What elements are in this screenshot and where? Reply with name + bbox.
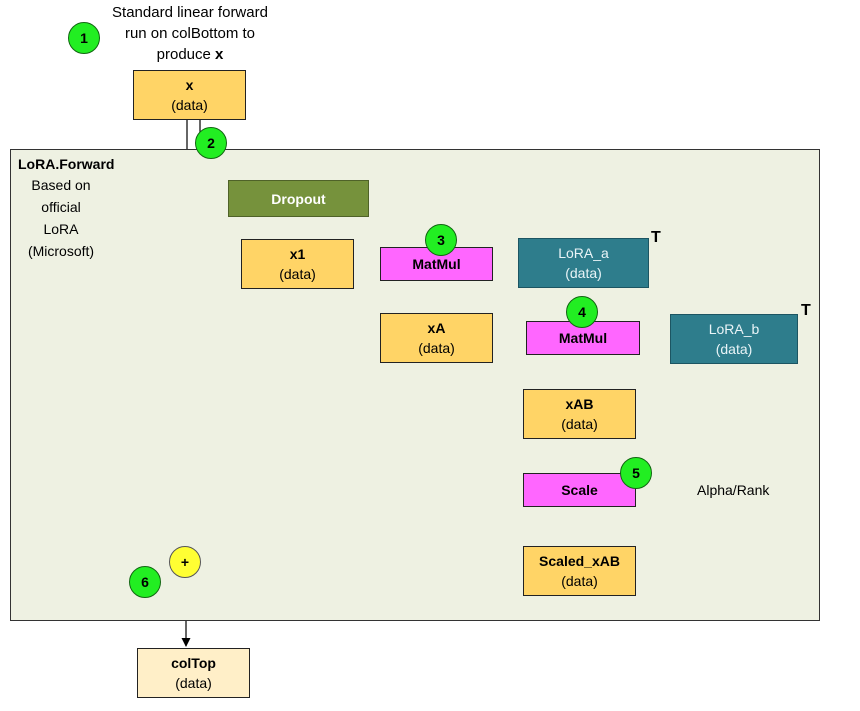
node-x-name: x	[185, 77, 194, 93]
node-lora-a[interactable]: LoRA_a (data)	[518, 238, 649, 288]
step-badge-6: 6	[129, 566, 161, 598]
region-note: Based on official LoRA (Microsoft)	[27, 177, 95, 259]
node-lora-b-sub: (data)	[715, 341, 753, 357]
node-lora-b[interactable]: LoRA_b (data)	[670, 314, 798, 364]
annotation-line-2: run on colBottom to	[124, 25, 256, 42]
node-sum[interactable]: +	[169, 546, 201, 578]
annotation-line-3-prefix: produce	[156, 46, 216, 63]
node-colTop[interactable]: colTop (data)	[137, 648, 250, 698]
node-lora-a-sub: (data)	[565, 265, 602, 281]
lora-forward-region	[10, 149, 820, 621]
node-dropout-name: Dropout	[271, 190, 326, 207]
annotation-line-1: Standard linear forward	[112, 4, 268, 21]
step-badge-3: 3	[425, 224, 457, 256]
node-scaled-xAB-sub: (data)	[561, 573, 598, 589]
node-scaled-xAB[interactable]: Scaled_xAB (data)	[523, 546, 636, 596]
step-badge-2: 2	[195, 127, 227, 159]
node-xA[interactable]: xA (data)	[380, 313, 493, 363]
node-matmul-1-name: MatMul	[412, 256, 461, 272]
node-colTop-name: colTop	[171, 655, 216, 671]
node-lora-a-name: LoRA_a	[558, 245, 609, 261]
node-scale[interactable]: Scale	[523, 473, 636, 507]
node-xAB-sub: (data)	[561, 416, 598, 432]
step-badge-4: 4	[566, 296, 598, 328]
node-x1-sub: (data)	[279, 266, 316, 282]
alpha-rank-label: Alpha/Rank	[697, 482, 770, 498]
node-lora-b-name: LoRA_b	[708, 321, 760, 337]
transpose-mark-a: T	[651, 229, 661, 246]
node-xA-name: xA	[427, 320, 446, 336]
transpose-mark-b: T	[801, 302, 811, 319]
node-matmul-2-name: MatMul	[558, 330, 608, 346]
node-x1[interactable]: x1 (data)	[241, 239, 354, 289]
node-x[interactable]: x (data)	[133, 70, 246, 120]
step-badge-1: 1	[68, 22, 100, 54]
node-xAB[interactable]: xAB (data)	[523, 389, 636, 439]
node-scaled-xAB-name: Scaled_xAB	[539, 553, 620, 569]
annotation-var-x: x	[215, 46, 224, 63]
node-colTop-sub: (data)	[175, 675, 212, 691]
annotation-line-3: produce x	[92, 44, 288, 65]
step-badge-5: 5	[620, 457, 652, 489]
node-x1-name: x1	[289, 246, 306, 262]
node-x-sub: (data)	[171, 97, 208, 113]
step-1-annotation: Standard linear forward run on colBottom…	[92, 2, 288, 65]
region-title: LoRA.Forward	[18, 156, 115, 172]
node-dropout[interactable]: Dropout	[228, 180, 369, 217]
node-xA-sub: (data)	[418, 340, 455, 356]
node-scale-name: Scale	[561, 482, 598, 498]
node-xAB-name: xAB	[565, 396, 594, 412]
